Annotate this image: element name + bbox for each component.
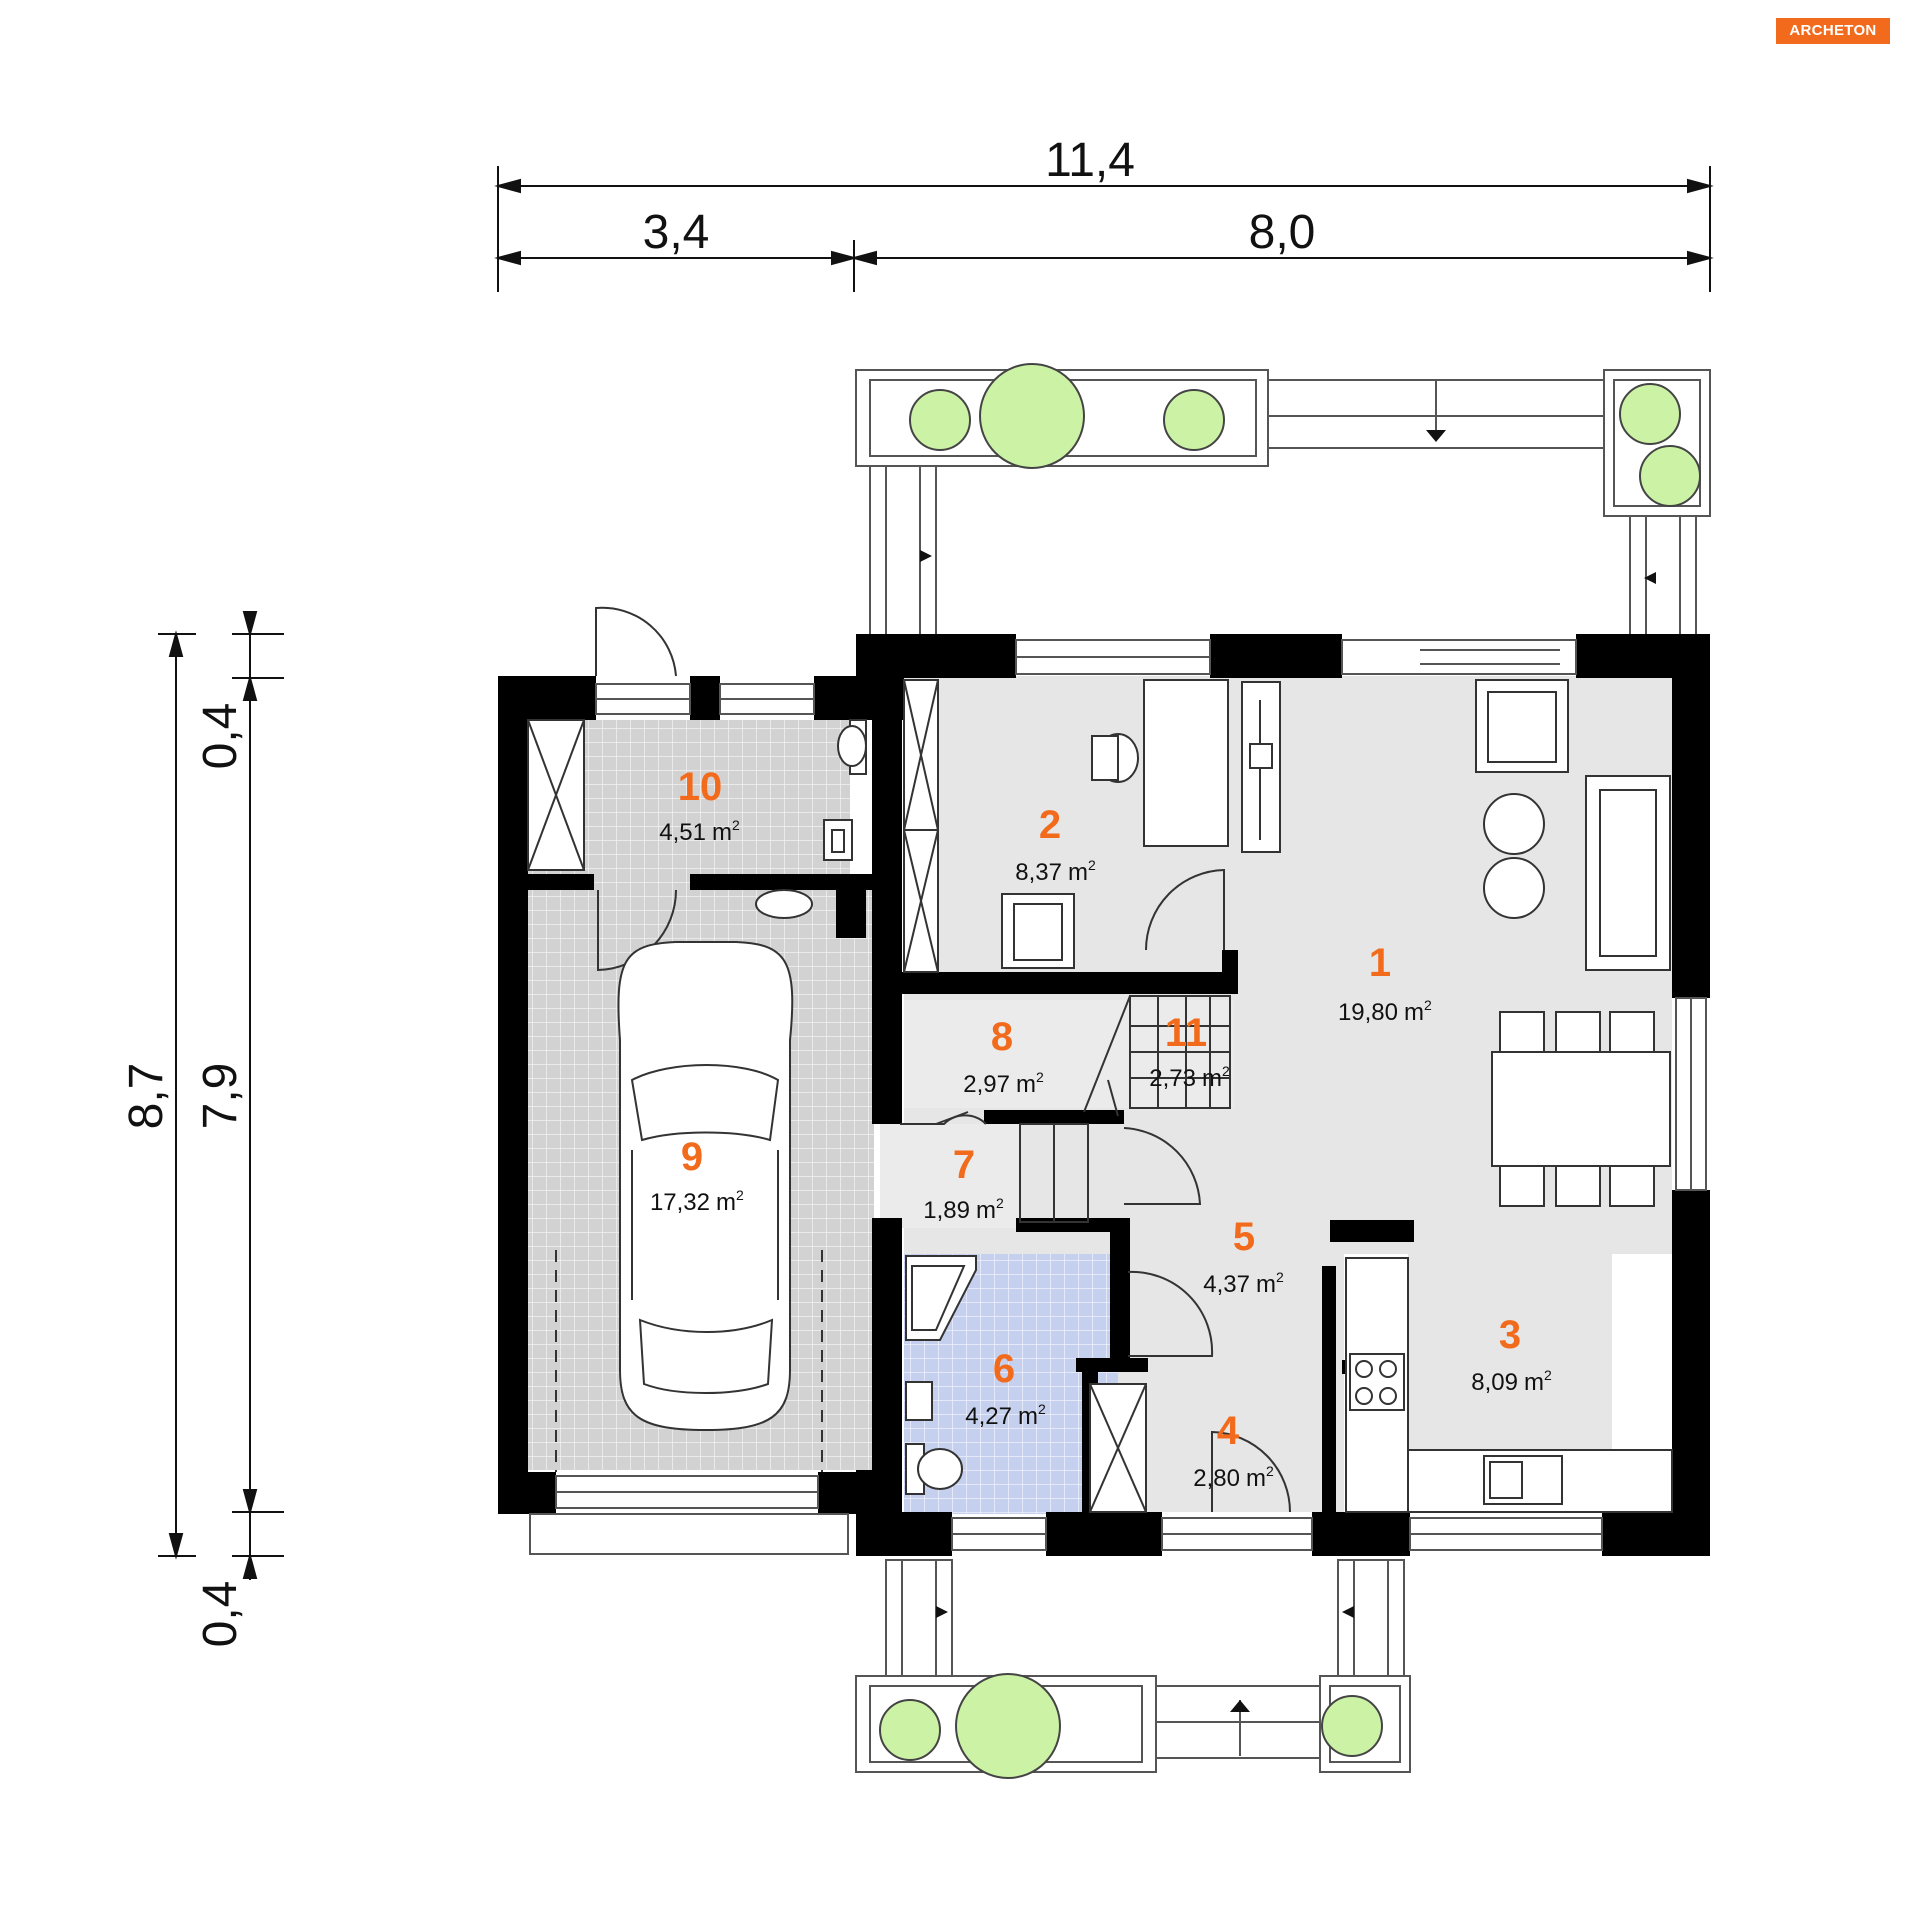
area-unit: m2: [1016, 1069, 1044, 1098]
room-number: 4: [1217, 1409, 1240, 1453]
windows: [529, 639, 1707, 1555]
dim-left-top: 0,4: [194, 703, 247, 770]
office-furniture: [1001, 679, 1281, 969]
room-label-8: 8 2,97 m2: [963, 1015, 1044, 1098]
wardrobes: [527, 679, 1147, 1513]
archeton-logo: ARCHETON: [1776, 18, 1890, 44]
room-number: 9: [681, 1135, 703, 1179]
room-label-11: 11 2,73 m2: [1149, 1011, 1230, 1092]
dim-left-middle: 7,9: [194, 1063, 247, 1130]
area-unit: m2: [716, 1187, 744, 1216]
car-icon: [555, 941, 823, 1472]
room-number: 3: [1499, 1313, 1521, 1357]
bathroom-fixtures: [755, 719, 977, 1495]
room-number: 8: [991, 1015, 1013, 1059]
room-area: 8,37: [1015, 859, 1062, 886]
dim-left-total: 8,7: [120, 1063, 173, 1130]
area-unit: m2: [1018, 1401, 1046, 1430]
room-label-2: 2 8,37 m2: [1015, 803, 1096, 886]
area-unit: m2: [976, 1195, 1004, 1224]
room-area: 2,73: [1149, 1065, 1196, 1092]
room-label-5: 5 4,37 m2: [1203, 1215, 1284, 1298]
dim-top-left: 3,4: [643, 206, 710, 259]
room-area: 2,80: [1193, 1465, 1240, 1492]
room-label-1: 1 19,80 m2: [1338, 941, 1432, 1026]
area-unit: m2: [1524, 1367, 1552, 1396]
walls: [498, 634, 1710, 1556]
room-number: 5: [1233, 1215, 1255, 1259]
room-label-3: 3 8,09 m2: [1471, 1313, 1552, 1396]
room-area: 4,37: [1203, 1271, 1250, 1298]
dimension-lines: [158, 166, 1714, 1580]
room-label-6: 6 4,27 m2: [965, 1347, 1046, 1430]
room-number: 2: [1039, 803, 1061, 847]
area-unit: m2: [1068, 857, 1096, 886]
area-unit: m2: [1202, 1063, 1230, 1092]
room-number: 1: [1369, 941, 1391, 985]
room-label-4: 4 2,80 m2: [1193, 1409, 1274, 1492]
room-area: 17,32: [650, 1189, 710, 1216]
room-area: 8,09: [1471, 1369, 1518, 1396]
area-unit: m2: [1256, 1269, 1284, 1298]
room-area: 1,89: [923, 1197, 970, 1224]
room-area: 19,80: [1338, 999, 1398, 1026]
room-number: 11: [1165, 1011, 1207, 1055]
staircase: [1019, 995, 1231, 1223]
tree-icon: [879, 363, 1701, 1779]
room-label-7: 7 1,89 m2: [923, 1143, 1004, 1224]
room-number: 7: [953, 1143, 975, 1187]
area-unit: m2: [712, 817, 740, 846]
room-label-10: 10 4,51 m2: [659, 765, 740, 846]
dim-top-total: 11,4: [1045, 134, 1135, 187]
room-area: 4,51: [659, 819, 706, 846]
room-area: 2,97: [963, 1071, 1010, 1098]
doors: [595, 606, 1291, 1513]
area-unit: m2: [1246, 1463, 1274, 1492]
room-label-9: 9 17,32 m2: [650, 1135, 744, 1216]
room-number: 6: [993, 1347, 1015, 1391]
living-furniture: [1475, 679, 1671, 1207]
room-area: 4,27: [965, 1403, 1012, 1430]
dim-top-right: 8,0: [1249, 206, 1316, 259]
dim-left-bottom: 0,4: [194, 1581, 247, 1648]
area-unit: m2: [1404, 997, 1432, 1026]
floors: [528, 676, 1674, 1514]
kitchen-units: [1345, 1257, 1673, 1513]
room-number: 10: [678, 765, 723, 809]
